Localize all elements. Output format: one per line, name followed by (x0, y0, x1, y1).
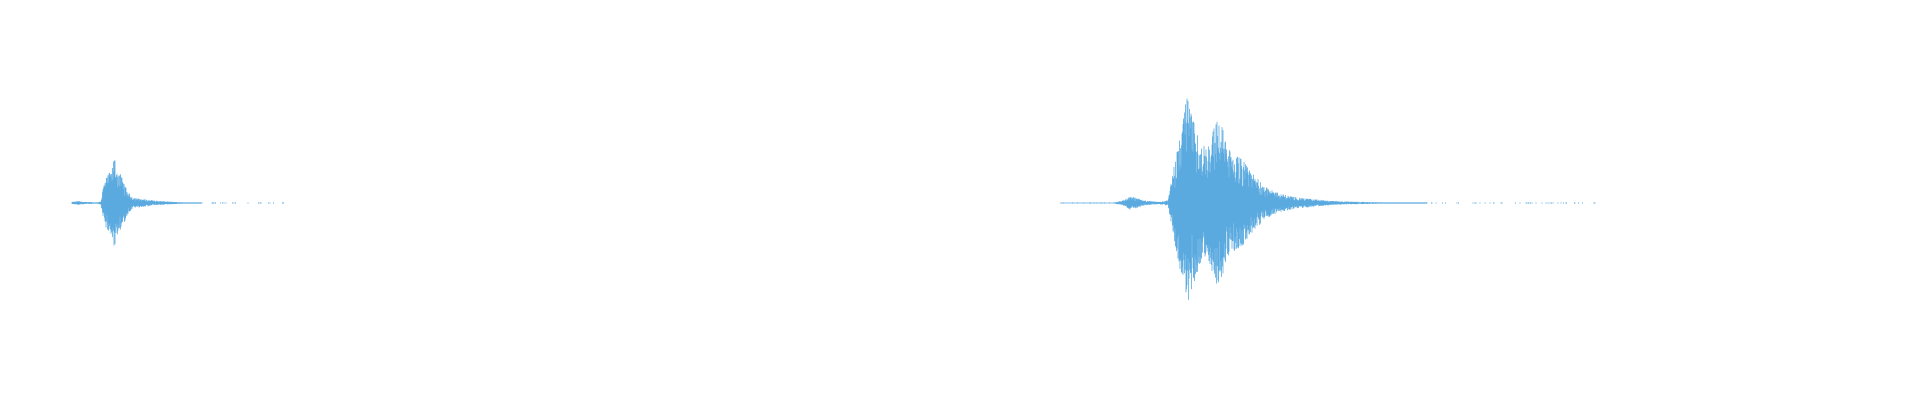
waveform-segment-second (1060, 98, 1596, 300)
waveform-path-second (1062, 98, 1596, 300)
waveform-segment-first (71, 160, 284, 246)
